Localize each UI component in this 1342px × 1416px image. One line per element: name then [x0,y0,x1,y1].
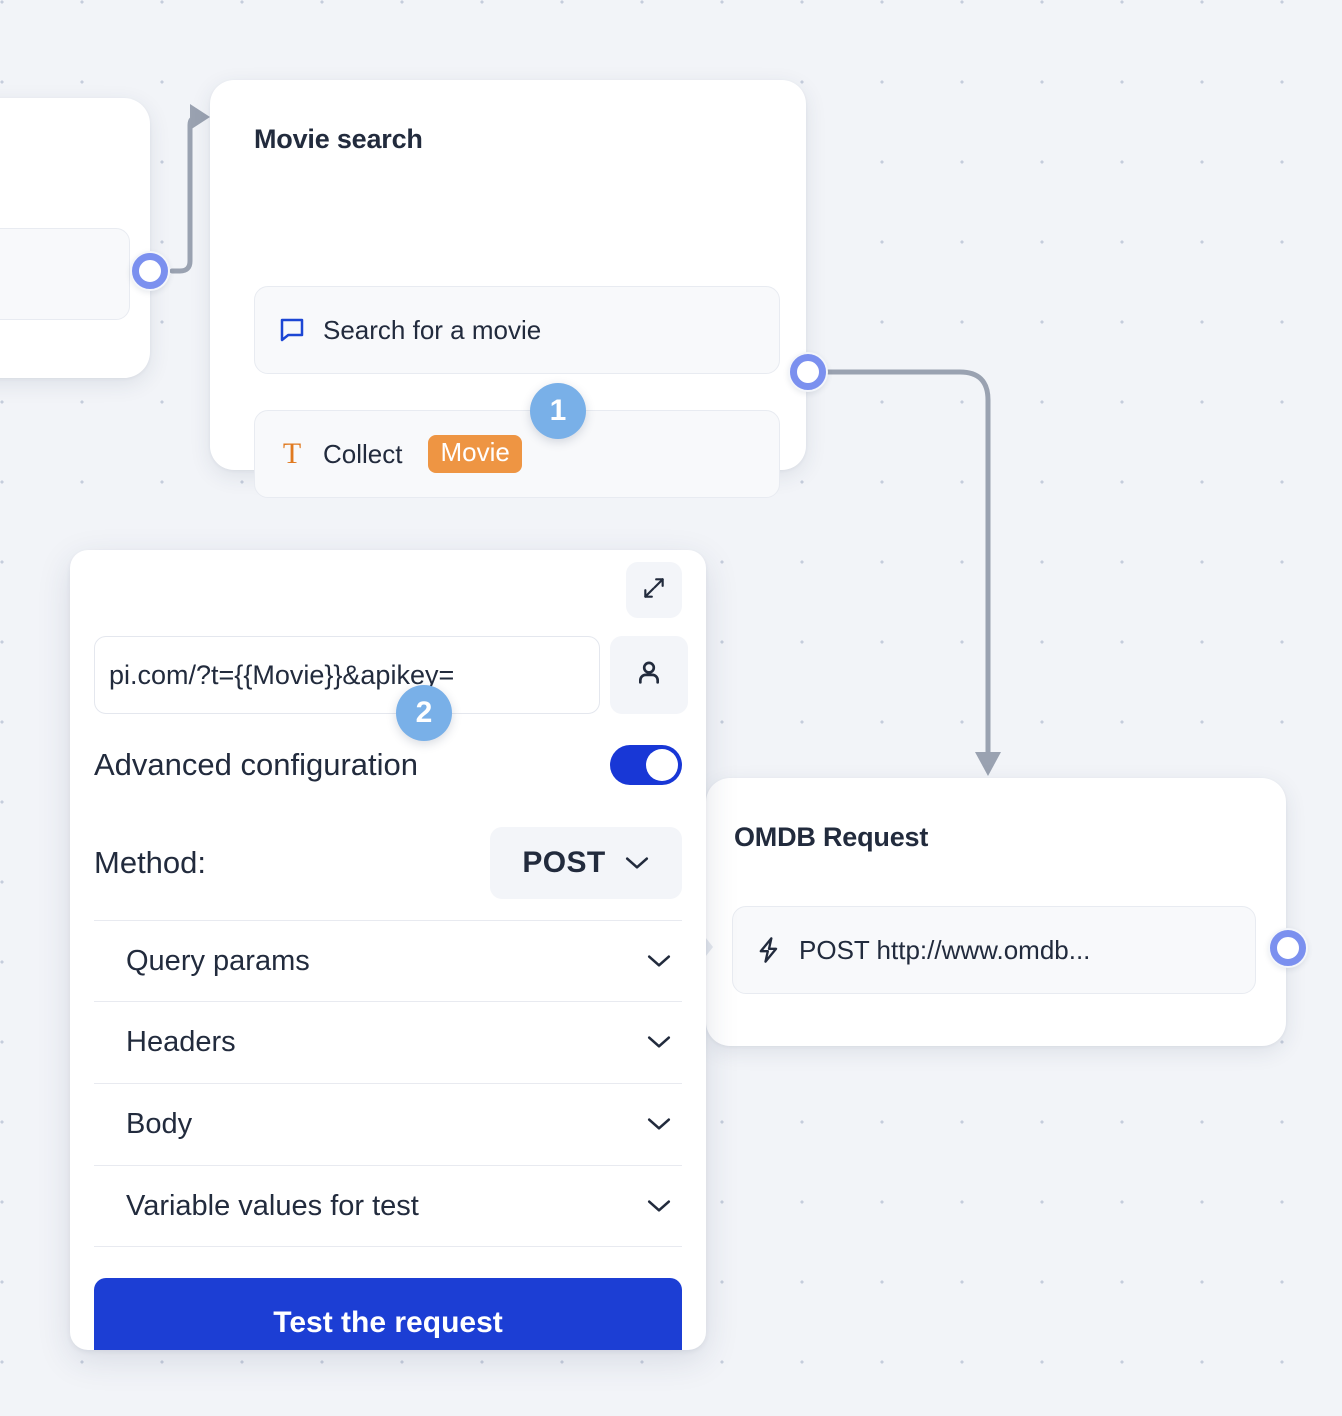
accordion-label: Headers [126,1026,236,1059]
partial-node-slot [0,228,130,320]
request-config-panel[interactable]: Advanced configuration Method: POST Quer… [70,550,706,1350]
node-row-collect-movie[interactable]: T Collect Movie [254,410,780,498]
advanced-configuration-row: Advanced configuration [94,745,682,785]
chevron-down-icon [646,1116,672,1132]
node-row-label: POST http://www.omdb... [799,935,1090,966]
accordion-variable-values-for-test[interactable]: Variable values for test [94,1165,682,1246]
node-title: Movie search [254,124,806,155]
accordion-query-params[interactable]: Query params [94,920,682,1001]
step-badge-2: 2 [396,685,452,741]
node-row-post-request[interactable]: POST http://www.omdb... [732,906,1256,994]
test-the-request-button[interactable]: Test the request [94,1278,682,1350]
text-t-icon: T [277,439,307,469]
accordion-label: Query params [126,945,310,978]
expand-panel-button[interactable] [626,562,682,618]
chevron-down-icon [624,855,650,871]
lightning-bolt-icon [755,935,783,965]
chevron-down-icon [646,1198,672,1214]
expand-diagonal-icon [641,575,667,606]
node-row-search-for-a-movie[interactable]: Search for a movie [254,286,780,374]
identity-button[interactable] [610,636,688,714]
chevron-down-icon [646,953,672,969]
node-row-label: Collect [323,439,402,470]
advanced-configuration-toggle[interactable] [610,745,682,785]
accordion-headers[interactable]: Headers [94,1001,682,1082]
port-output-omdb-request[interactable] [1268,928,1308,968]
port-output-movie-search[interactable] [788,352,828,392]
accordion-body[interactable]: Body [94,1083,682,1164]
partial-node-card[interactable] [0,98,150,378]
advanced-configuration-label: Advanced configuration [94,747,418,783]
accordion-bottom-divider [94,1246,682,1247]
method-row: Method: POST [94,827,682,899]
chevron-down-icon [646,1034,672,1050]
accordion-label: Variable values for test [126,1190,419,1223]
node-omdb-request[interactable]: OMDB Request POST http://www.omdb... [706,778,1286,1046]
chat-bubble-icon [277,315,307,345]
method-label: Method: [94,845,206,881]
method-value: POST [522,846,605,880]
accordion-label: Body [126,1108,192,1141]
method-dropdown[interactable]: POST [490,827,682,899]
variable-tag-movie[interactable]: Movie [428,435,521,473]
node-title: OMDB Request [734,822,1286,853]
port-output-partial-node[interactable] [130,251,170,291]
node-row-label: Search for a movie [323,315,541,346]
request-url-input[interactable] [94,636,600,714]
person-icon [633,657,665,694]
url-row [94,636,688,714]
step-badge-1: 1 [530,383,586,439]
node-movie-search[interactable]: Movie search Search for a movie T Collec… [210,80,806,470]
